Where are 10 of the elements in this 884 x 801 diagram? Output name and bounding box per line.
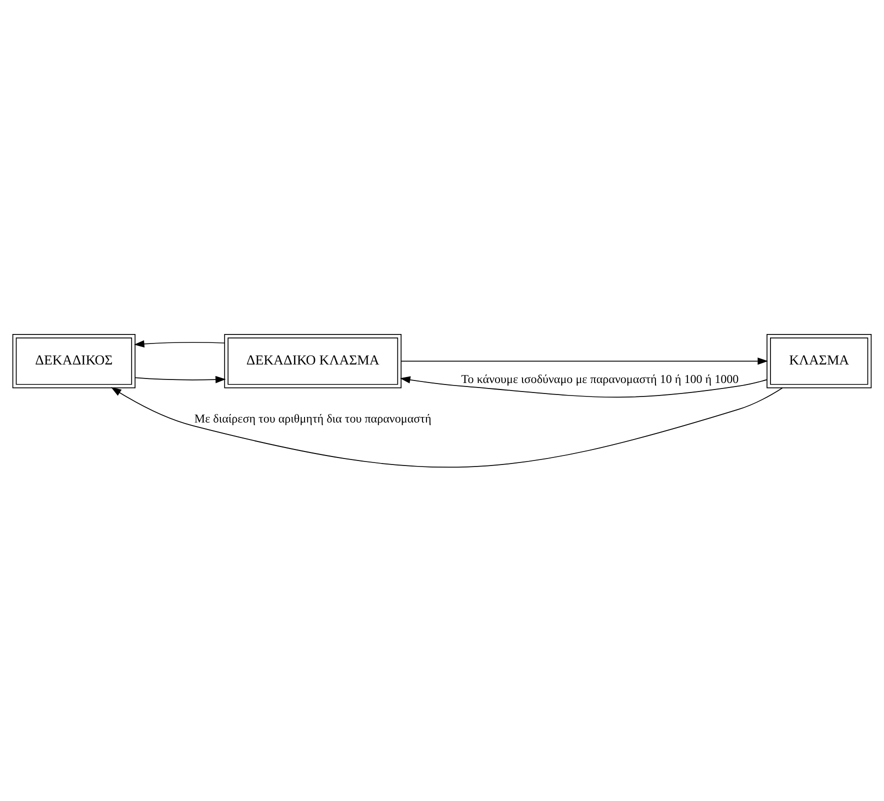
node-box: ΚΛΑΣΜΑ <box>766 334 872 388</box>
arrow <box>110 386 783 467</box>
node-box: ΔΕΚΑΔΙΚΟ ΚΛΑΣΜΑ <box>224 334 402 388</box>
node-box: ΔΕΚΑΔΙΚΟΣ <box>12 334 136 388</box>
edge-label: Το κάνουμε ισοδύναμο με παρανομαστή 10 ή 100 ή 1000 <box>461 371 739 386</box>
arrow <box>400 376 768 398</box>
arrow <box>134 375 226 383</box>
edge-label: Με διαίρεση του αριθμητή δια του παρανομαστή <box>194 410 432 425</box>
arrow <box>400 357 768 364</box>
arrow <box>134 340 225 348</box>
